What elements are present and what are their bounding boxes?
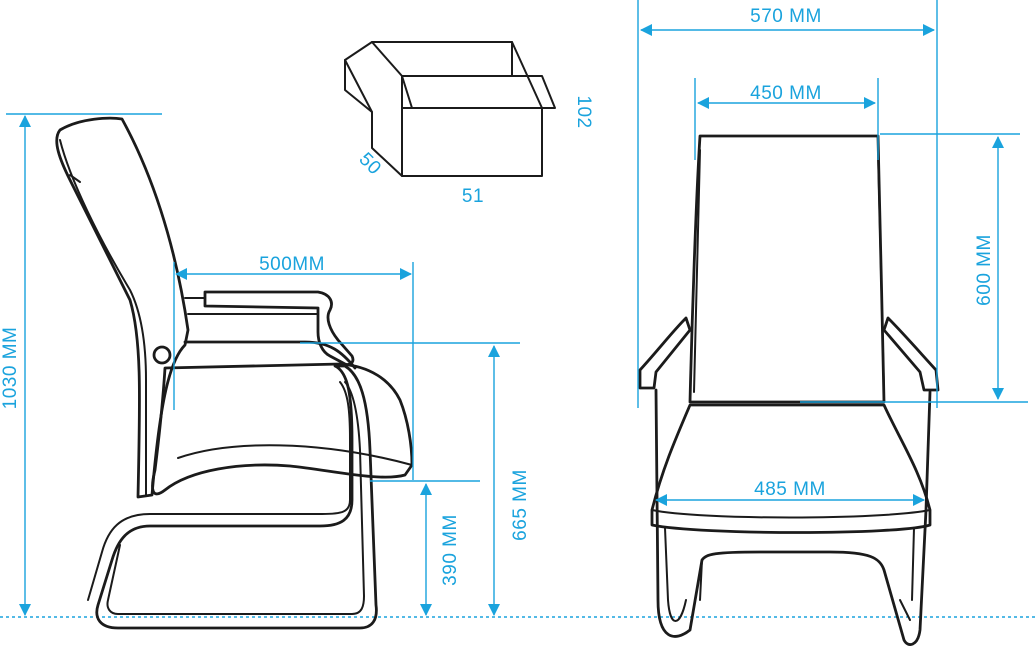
front-backrest (688, 134, 886, 404)
dim-label-overall-height: 1030 MM (0, 327, 21, 410)
dim-label-box-height: 102 (573, 95, 594, 128)
dim-label-seat-width: 485 MM (754, 479, 826, 500)
front-seat (650, 403, 932, 534)
front-view-chair (638, 134, 940, 646)
dim-label-arm-height: 665 MM (510, 469, 531, 541)
front-frame (654, 388, 932, 646)
side-frame (95, 364, 378, 630)
front-arm-left (638, 316, 692, 390)
side-knob (152, 345, 172, 365)
dim-label-seat-height: 390 MM (440, 514, 461, 586)
front-arm-right (882, 316, 940, 392)
side-view-chair (55, 116, 414, 630)
dim-label-box-width: 51 (462, 186, 484, 207)
side-armrest (203, 290, 355, 366)
dim-label-seat-depth: 500MM (259, 254, 325, 275)
dim-label-box-depth: 50 (355, 149, 386, 180)
dim-label-back-height: 600 MM (974, 234, 995, 306)
dim-label-overall-width: 570 MM (750, 6, 822, 27)
dim-label-back-width: 450 MM (750, 83, 822, 104)
packaging-box (344, 41, 556, 177)
side-seat (151, 362, 414, 496)
side-backrest (55, 116, 190, 499)
dimensions-layer: 1030 MM 500MM 665 MM 390 MM 102 50 51 57… (0, 0, 1028, 616)
